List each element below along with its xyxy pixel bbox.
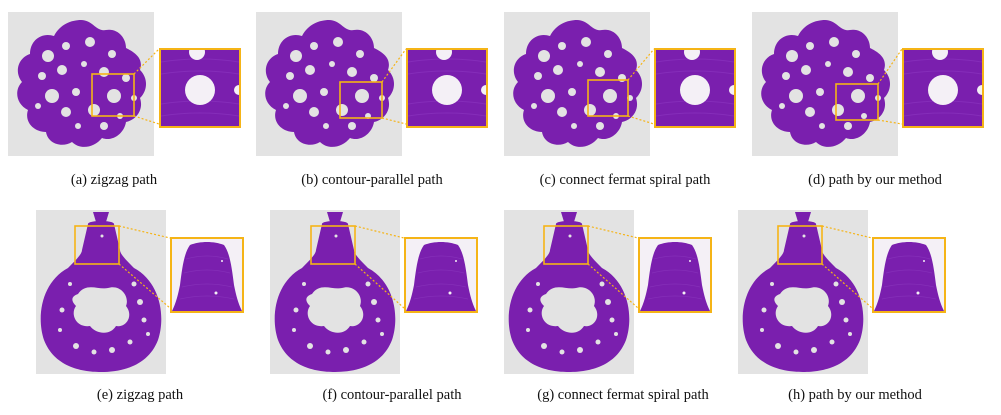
- caption-a: (a) zigzag path: [70, 172, 158, 188]
- pear-print-photo-ours: [738, 210, 868, 374]
- pear-print-photo-contour: [270, 210, 400, 374]
- zoom-detail-fermat: [656, 50, 734, 126]
- flower-print-photo-contour: [256, 12, 402, 156]
- zoom-inset-pear-contour: [404, 237, 478, 313]
- flower-print-ours: [761, 20, 890, 147]
- zoom-inset-pear-ours: [872, 237, 946, 313]
- caption-h: (h) path by our method: [788, 387, 922, 403]
- flower-print-zigzag: [17, 20, 147, 147]
- flower-print-photo-fermat: [504, 12, 650, 156]
- pear-print-photo-zigzag: [36, 210, 166, 374]
- zoom-detail-ours: [904, 50, 982, 126]
- zoom-inset-fermat: [654, 48, 736, 128]
- flower-print-photo-zigzag: [8, 12, 154, 156]
- zoom-detail-zigzag: [161, 50, 239, 126]
- flower-print-fermat: [513, 20, 642, 147]
- zoom-pear-detail-ours: [874, 239, 944, 311]
- zoom-pear-detail-contour: [406, 239, 476, 311]
- caption-d: (d) path by our method: [808, 172, 942, 188]
- flower-print-contour: [265, 20, 394, 147]
- caption-g: (g) connect fermat spiral path: [537, 387, 709, 403]
- pear-print-zigzag: [40, 212, 162, 372]
- pear-print-photo-fermat: [504, 210, 634, 374]
- pear-print-ours: [742, 212, 864, 372]
- flower-print-photo-ours: [752, 12, 898, 156]
- zoom-pear-detail-fermat: [640, 239, 710, 311]
- zoom-inset-contour: [406, 48, 488, 128]
- zoom-inset-pear-fermat: [638, 237, 712, 313]
- pear-print-contour: [274, 212, 396, 372]
- zoom-inset-pear-zigzag: [170, 237, 244, 313]
- caption-c: (c) connect fermat spiral path: [539, 172, 711, 188]
- zoom-detail-contour: [408, 50, 486, 126]
- zoom-inset-zigzag: [159, 48, 241, 128]
- caption-e: (e) zigzag path: [96, 387, 184, 403]
- caption-f: (f) contour-parallel path: [322, 387, 462, 403]
- zoom-inset-ours: [902, 48, 984, 128]
- zoom-pear-detail-zigzag: [172, 239, 242, 311]
- pear-print-fermat: [508, 212, 630, 372]
- caption-b: (b) contour-parallel path: [301, 172, 443, 188]
